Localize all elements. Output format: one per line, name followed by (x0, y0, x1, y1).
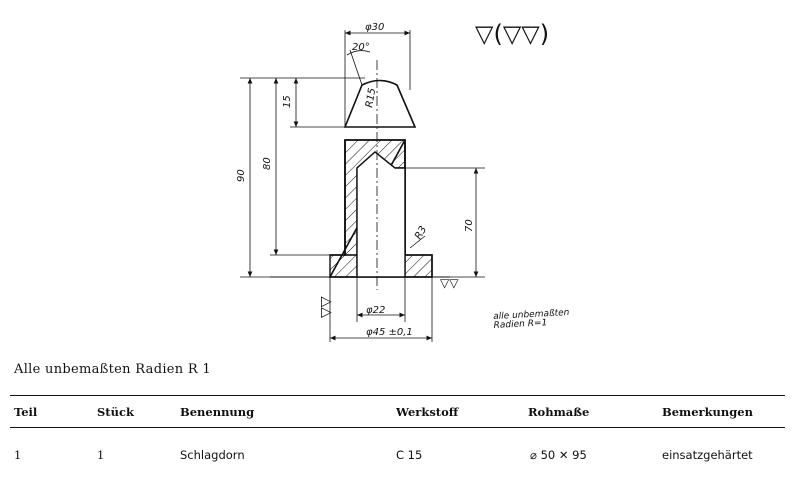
base-surface-symbol: ▽▽ (440, 276, 459, 290)
cell-bemerkungen: einsatzgehärtet (662, 448, 753, 462)
header-werkstoff: Werkstoff (396, 405, 459, 419)
header-rohmasse: Rohmaße (528, 405, 590, 419)
dim-h-total-label: 90 (236, 169, 247, 182)
header-bemerkungen: Bemerkungen (662, 405, 753, 419)
cell-benennung: Schlagdorn (180, 448, 245, 462)
dim-h-top-label: 15 (282, 95, 293, 108)
dim-d22-label: φ22 (366, 305, 385, 316)
cell-werkstoff: C 15 (396, 448, 423, 462)
dim-h-mid-label: 80 (262, 157, 273, 170)
header-benennung: Benennung (180, 405, 255, 419)
dim-right (405, 167, 485, 278)
dim-bottom (329, 277, 433, 342)
dim-d45-label: φ45 ±0,1 (366, 327, 413, 338)
dim-r3-label: R3 (413, 224, 429, 241)
technical-drawing: ▽(▽▽) φ30 20° R15 90 80 1 (236, 20, 549, 342)
dim-r3-leader (409, 235, 426, 249)
surface-symbol: ▽(▽▽) (475, 20, 549, 48)
dim-d30-label: φ30 (365, 22, 384, 33)
table-top-rule (10, 395, 785, 396)
dim-angle-label: 20° (352, 42, 370, 53)
cell-stueck: 1 (97, 448, 105, 462)
dim-r15-label: R15 (364, 87, 378, 108)
header-teil: Teil (14, 405, 38, 419)
radius-caption: Alle unbemaßten Radien R 1 (14, 362, 211, 377)
table-header-rule (10, 427, 785, 428)
dim-angle (346, 49, 371, 86)
section-hatching (329, 139, 433, 278)
dim-d30 (344, 30, 411, 127)
side-surface-symbol: ▽▽ (318, 296, 334, 318)
cell-rohmasse: ⌀ 50 ✕ 95 (530, 448, 587, 462)
cell-teil: 1 (14, 448, 22, 462)
dim-h70-label: 70 (464, 219, 475, 232)
dim-left (240, 77, 365, 278)
header-stueck: Stück (97, 405, 134, 419)
